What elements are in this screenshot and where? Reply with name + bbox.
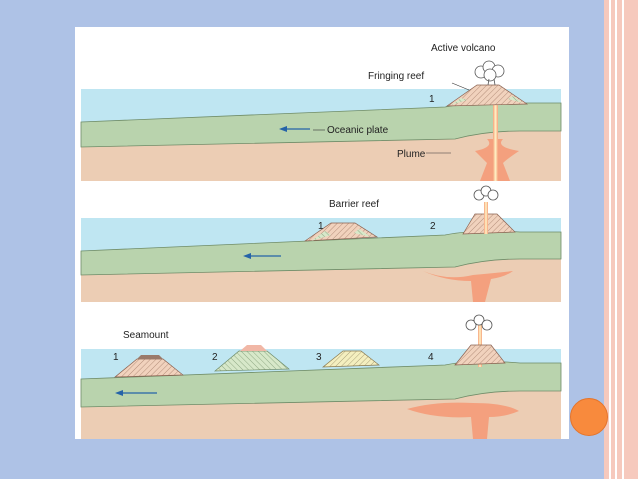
stage-number: 1 xyxy=(429,94,435,105)
plume xyxy=(423,271,513,302)
atoll xyxy=(321,350,380,368)
ocean-layer xyxy=(81,349,561,379)
label-plume: Plume xyxy=(397,149,426,160)
fringing-reef xyxy=(451,98,467,105)
magma-conduit xyxy=(493,95,498,181)
volcano xyxy=(462,213,516,235)
plate-motion-arrowhead xyxy=(243,253,251,259)
magma-conduit xyxy=(478,317,482,367)
plate-motion-arrowhead xyxy=(279,126,287,132)
reef-cap xyxy=(240,345,267,351)
ocean-layer xyxy=(81,89,561,122)
volcano xyxy=(454,344,506,366)
diagram-panel: Active volcano Fringing reef Oceanic pla… xyxy=(75,27,569,439)
stage-number: 1 xyxy=(113,352,119,363)
panel-1: Active volcano Fringing reef Oceanic pla… xyxy=(80,43,562,181)
volcano xyxy=(445,84,529,107)
eruption-cloud-icon xyxy=(473,185,499,201)
eruption-cloud-icon xyxy=(465,314,493,331)
panel-3: Seamount 1 2 3 4 xyxy=(80,314,562,439)
border-line xyxy=(615,0,617,479)
magma-conduit xyxy=(484,202,488,234)
label-oceanic-plate: Oceanic plate xyxy=(327,125,389,136)
label-active-volcano: Active volcano xyxy=(431,43,496,54)
plume xyxy=(407,402,519,439)
border-line xyxy=(609,0,611,479)
panel-2: Barrier reef 1 2 xyxy=(80,185,562,302)
slide-bullet-dot xyxy=(570,398,608,436)
leader-line xyxy=(451,82,470,91)
seamount-top xyxy=(137,355,163,359)
stage-number: 1 xyxy=(318,221,324,232)
stage-number: 2 xyxy=(430,221,436,232)
label-barrier-reef: Barrier reef xyxy=(329,199,379,210)
stage-number: 4 xyxy=(428,352,434,363)
label-fringing-reef: Fringing reef xyxy=(368,71,424,82)
border-line xyxy=(622,0,624,479)
stage-number: 2 xyxy=(212,352,218,363)
hotspot-island-diagram: Active volcano Fringing reef Oceanic pla… xyxy=(80,43,562,439)
label-seamount: Seamount xyxy=(123,330,169,341)
plate-motion-arrowhead xyxy=(115,390,123,396)
stage-number: 3 xyxy=(316,352,322,363)
eruption-cloud-icon xyxy=(474,60,505,86)
barrier-reef xyxy=(311,229,371,241)
fringing-reef xyxy=(508,96,523,103)
